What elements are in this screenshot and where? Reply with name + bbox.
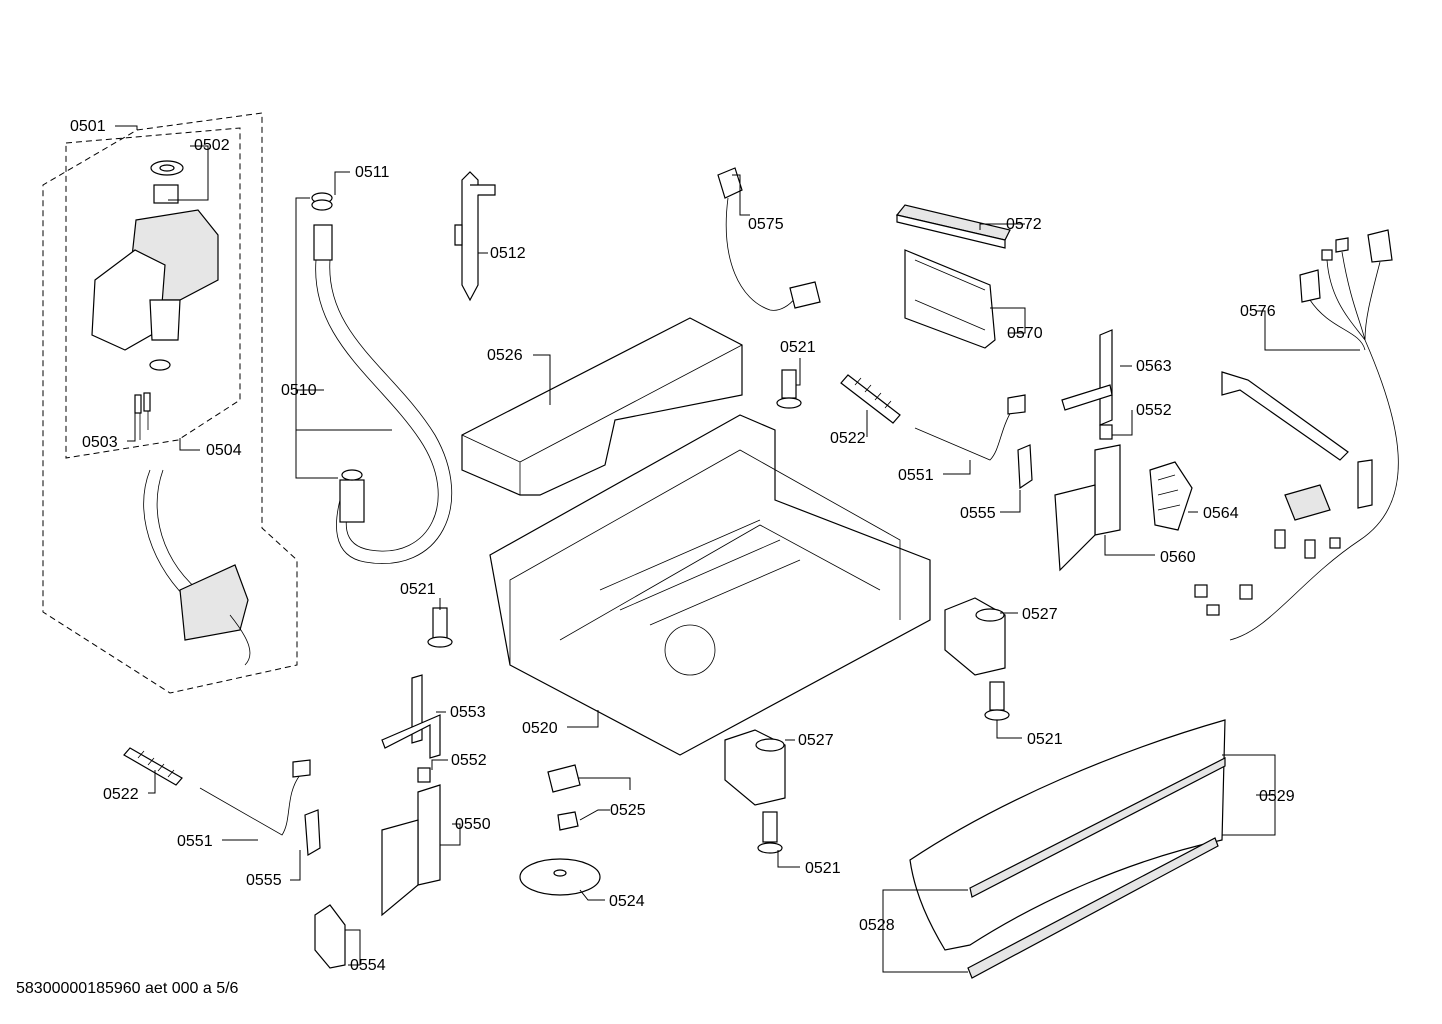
label-0526: 0526 [487,347,523,364]
plinth-strip-0528 [967,837,1219,979]
label-0560: 0560 [1160,549,1196,566]
label-0551-left: 0551 [177,833,213,850]
sensor-cable-0551-left [199,759,311,836]
hinge-0553 [381,674,441,759]
label-0521-top: 0521 [780,339,816,356]
label-0570: 0570 [1007,325,1043,342]
bracket-0550 [381,784,441,917]
spacer-0552-left [417,767,431,783]
foot-screw-0521-center [757,811,783,854]
label-0527-right: 0527 [1022,606,1058,623]
label-0552-left: 0552 [451,752,487,769]
label-0529: 0529 [1259,788,1295,805]
label-0512: 0512 [490,245,526,262]
cover-0526 [461,317,743,496]
clip-0555-left [304,809,321,857]
label-0576: 0576 [1240,303,1276,320]
drain-hose [311,192,452,564]
label-0564: 0564 [1203,505,1239,522]
label-0552-right: 0552 [1136,402,1172,419]
foot-0527-center [724,729,786,806]
foot-screw-0521-left [427,607,453,648]
leader-lines [115,125,1360,973]
cover-0554 [314,904,346,969]
drawing-id: 58300000185960 aet 000 a 5/6 [16,980,239,997]
clip-0555-right [1017,444,1033,490]
label-0553: 0553 [450,704,486,721]
sensor-0525 [547,764,581,831]
label-0525: 0525 [610,802,646,819]
power-cable-0575 [717,167,821,311]
bracket-0560 [1054,444,1121,572]
label-0521-left: 0521 [400,581,436,598]
housing-0570 [904,249,996,349]
label-0554: 0554 [350,957,386,974]
label-0550: 0550 [455,816,491,833]
label-0511: 0511 [355,164,390,181]
foot-screw-0521-right [984,681,1010,721]
label-0528: 0528 [859,917,895,934]
label-0522-left: 0522 [103,786,139,803]
mounting-bracket-0512 [454,171,496,302]
label-0555-right: 0555 [960,505,996,522]
wiring-harness-0576 [1194,229,1399,641]
label-0510: 0510 [281,382,317,399]
label-0555-left: 0555 [246,872,282,889]
label-0501: 0501 [70,118,106,135]
label-0572: 0572 [1006,216,1042,233]
spring-0522-top [840,374,901,424]
label-0520: 0520 [522,720,558,737]
panel-0572 [895,204,1011,249]
label-0504: 0504 [206,442,242,459]
label-0503: 0503 [82,434,118,451]
label-0527-center: 0527 [798,732,834,749]
foot-screw-0521-top [776,369,802,409]
label-0563: 0563 [1136,358,1172,375]
label-0521-right: 0521 [1027,731,1063,748]
part-labels: 0501 0502 0503 0504 0510 0511 0512 0520 … [70,118,1295,974]
label-0502: 0502 [194,137,230,154]
hinge-0563 [1061,329,1113,426]
connector-0564 [1149,461,1193,531]
disc-0524 [519,858,601,896]
label-0521-center: 0521 [805,860,841,877]
sensor-cable-0551-right [914,394,1026,461]
plinth-0529 [909,719,1226,951]
label-0551-right: 0551 [898,467,934,484]
label-0575: 0575 [748,216,784,233]
inlet-valve-assembly [42,112,298,694]
label-0522-top: 0522 [830,430,866,447]
label-0524: 0524 [609,893,645,910]
foot-0527-right [944,597,1006,676]
spring-0522-left [123,747,183,786]
base-frame-0520 [489,414,931,756]
spacer-0552-right [1099,424,1113,440]
